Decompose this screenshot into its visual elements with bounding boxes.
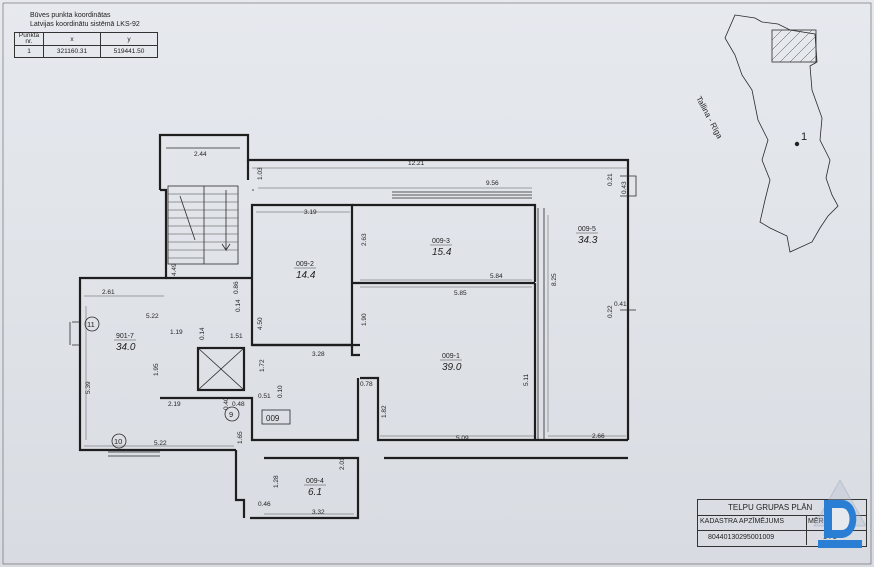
coordinates-row: 1 321160.31 519441.50 [14,45,158,58]
title-block-row-title: TELPU GRUPAS PLĀN [698,500,866,516]
dim-0-21: 0.21 [607,173,614,186]
dim-5-09: 5.09 [456,435,469,442]
room-009-4-id: 009-4 [306,478,324,485]
dim-8-25: 8.25 [551,273,558,286]
coordinates-title: Būves punkta koordinātas Latvijas koordi… [30,11,140,29]
title-block-title: TELPU GRUPAS PLĀN [728,503,813,512]
room-901-7-id: 901-7 [116,333,134,340]
title-block-divider [806,515,807,545]
dimension-lines [84,167,628,515]
dim-5-22-bottom: 5.22 [154,440,167,447]
dim-5-39: 5.39 [85,381,92,394]
dim-0-22: 0.22 [607,305,614,318]
dim-1-19: 1.19 [170,329,183,336]
dim-1-03: 1.03 [257,167,264,180]
dim-5-85: 5.85 [454,290,467,297]
room-009-4-area: 6.1 [308,487,322,498]
hatched-area [771,29,817,63]
marker-11 [84,316,100,332]
building-outline [724,14,839,253]
title-block-cadastre-label: KADASTRA APZĪMĒJUMS [700,518,785,525]
point-marker [794,141,800,147]
dim-3-28: 3.28 [312,351,325,358]
room-009-3-area: 15.4 [432,247,452,258]
dim-1-28: 1.28 [273,475,280,488]
title-block-cadastre-number: 80440130295001009 [708,534,775,541]
dim-2-61: 2.61 [102,289,115,296]
dim-0-43: 0.43 [621,181,628,194]
room-009-2-area: 14.4 [296,270,316,281]
dim-1-95: 1.95 [153,363,160,376]
location-map: Tallina - Rīga 1 [694,14,839,253]
dim-1-82: 1.82 [381,405,388,418]
dim-2-66: 2.66 [592,433,605,440]
dim-2-44: 2.44 [194,151,207,158]
dim-2-01: 2.01 [339,457,346,470]
dim-0-10: 0.10 [277,385,284,398]
room-009-5-id: 009-5 [578,226,596,233]
entrance-markers: 11 9 10 [84,316,240,449]
marker-10-label: 10 [114,437,122,446]
marker-9 [224,406,240,422]
lift-shaft [196,346,246,392]
coordinates-table: Punkta nr. x y 1 321160.31 519441.50 [14,32,158,58]
dim-3-32: 3.32 [312,509,325,516]
dim-1-72: 1.72 [259,359,266,372]
marker-11-label: 11 [87,320,95,329]
dim-0-78: 0.78 [360,381,373,388]
dim-0-40: 0.40 [223,397,230,410]
dim-4-50: 4.50 [257,317,264,330]
room-009-1-area: 39.0 [442,362,462,373]
dim-1-65: 1.65 [237,431,244,444]
dim-1-51: 1.51 [230,333,243,340]
dim-5-84: 5.84 [490,273,503,280]
dim-1-90: 1.90 [361,313,368,326]
dim-5-11: 5.11 [523,373,530,386]
dim-0-46: 0.46 [258,501,271,508]
dim-9-56: 9.56 [486,180,499,187]
dim-2-63: 2.63 [361,233,368,246]
dimension-labels: 2.44 12.21 1.03 9.56 0.21 0.43 3.19 2.63… [85,151,628,516]
dim-0-41: 0.41 [614,301,627,308]
dim-12-21: 12.21 [408,160,425,167]
dim-0-14: 0.14 [235,299,242,312]
coordinates-title-line2: Latvijas koordinātu sistēmā LKS-92 [30,21,140,28]
group-label: 009 [266,414,280,423]
dim-2-19: 2.19 [168,401,181,408]
dim-0-14-b: 0.14 [199,327,206,340]
coordinates-point-nr: 1 [14,45,44,58]
staircase [167,185,239,265]
group-label-box [261,409,291,425]
dim-0-86: 0.86 [233,281,240,294]
room-009-3-id: 009-3 [432,238,450,245]
dim-5-22-top: 5.22 [146,313,159,320]
room-009-2-id: 009-2 [296,261,314,268]
marker-9-label: 9 [229,410,233,419]
coordinates-title-line1: Būves punkta koordinātas [30,12,111,19]
coordinates-y-value: 519441.50 [100,45,158,58]
brand-logo-icon [813,478,867,548]
dim-0-48: 0.48 [232,401,245,408]
point-label: 1 [801,131,807,143]
marker-10 [111,433,127,449]
dim-4-49: 4.49 [171,263,178,276]
dim-0-51: 0.51 [258,393,271,400]
room-labels: 009-2 14.4 009-3 15.4 009-5 34.3 009-1 3… [114,226,598,498]
plan-walls [69,133,637,520]
dim-3-19: 3.19 [304,209,317,216]
road-label: Tallina - Rīga [694,95,724,141]
room-009-1-id: 009-1 [442,353,460,360]
room-901-7-area: 34.0 [116,342,136,353]
room-009-5-area: 34.3 [578,235,598,246]
